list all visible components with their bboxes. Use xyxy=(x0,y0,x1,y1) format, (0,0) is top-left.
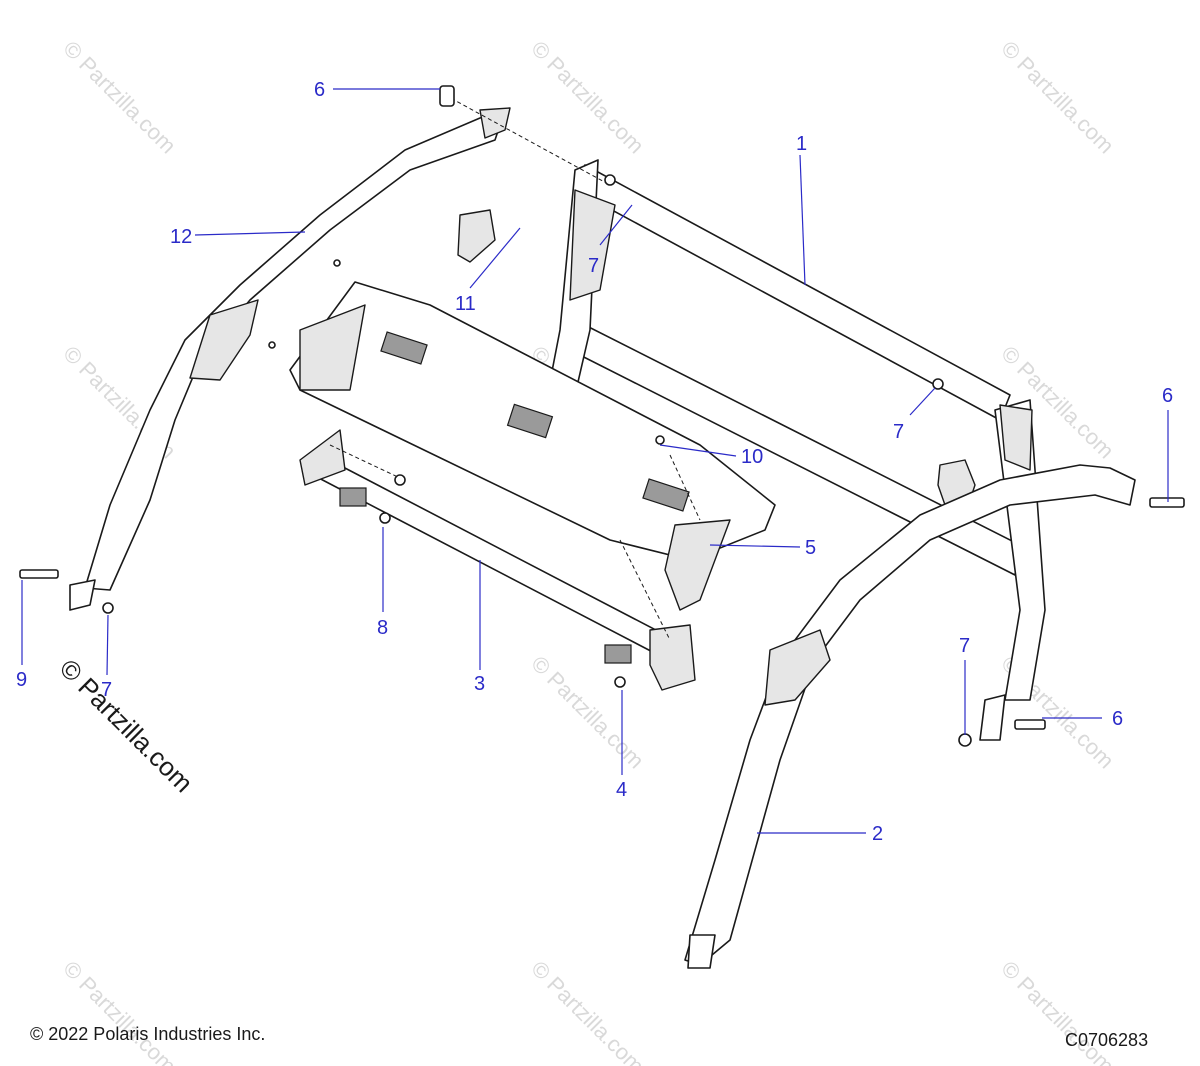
callout-12: 12 xyxy=(170,226,192,248)
callout-5: 5 xyxy=(805,537,816,559)
callout-2: 2 xyxy=(872,823,883,845)
copyright-text: © 2022 Polaris Industries Inc. xyxy=(30,1024,265,1044)
callout-6: 6 xyxy=(1162,385,1173,407)
callout-7: 7 xyxy=(893,421,904,443)
watermark: © Partzilla.com xyxy=(526,651,649,774)
callouts: 1 2 3 4 5 6 6 6 7 7 7 7 8 9 10 11 12 xyxy=(16,79,1173,845)
part-right-hoop xyxy=(684,464,1136,969)
watermark: © Partzilla.com xyxy=(526,36,649,159)
hardware xyxy=(19,85,1185,747)
part-crossbar xyxy=(299,429,696,691)
callout-9: 9 xyxy=(16,669,27,691)
callout-4: 4 xyxy=(616,779,627,801)
watermark: © Partzilla.com xyxy=(996,36,1119,159)
callout-10: 10 xyxy=(741,446,763,468)
assembly-lines xyxy=(329,94,701,641)
part-rear-panel xyxy=(289,281,776,611)
callout-6: 6 xyxy=(1112,708,1123,730)
leader-lines xyxy=(21,88,1169,834)
watermark: © Partzilla.com xyxy=(58,36,181,159)
callout-3: 3 xyxy=(474,673,485,695)
watermark-dark: © Partzilla.com xyxy=(54,653,199,798)
diagram-code: C0706283 xyxy=(1065,1030,1148,1050)
callout-7: 7 xyxy=(588,255,599,277)
watermark: © Partzilla.com xyxy=(526,956,649,1066)
callout-7: 7 xyxy=(101,679,112,701)
callout-6: 6 xyxy=(314,79,325,101)
callout-8: 8 xyxy=(377,617,388,639)
part-cover xyxy=(457,209,496,263)
watermark: © Partzilla.com xyxy=(58,956,181,1066)
callout-7: 7 xyxy=(959,635,970,657)
part-left-hoop xyxy=(69,107,511,611)
callout-1: 1 xyxy=(796,133,807,155)
callout-11: 11 xyxy=(455,293,476,315)
